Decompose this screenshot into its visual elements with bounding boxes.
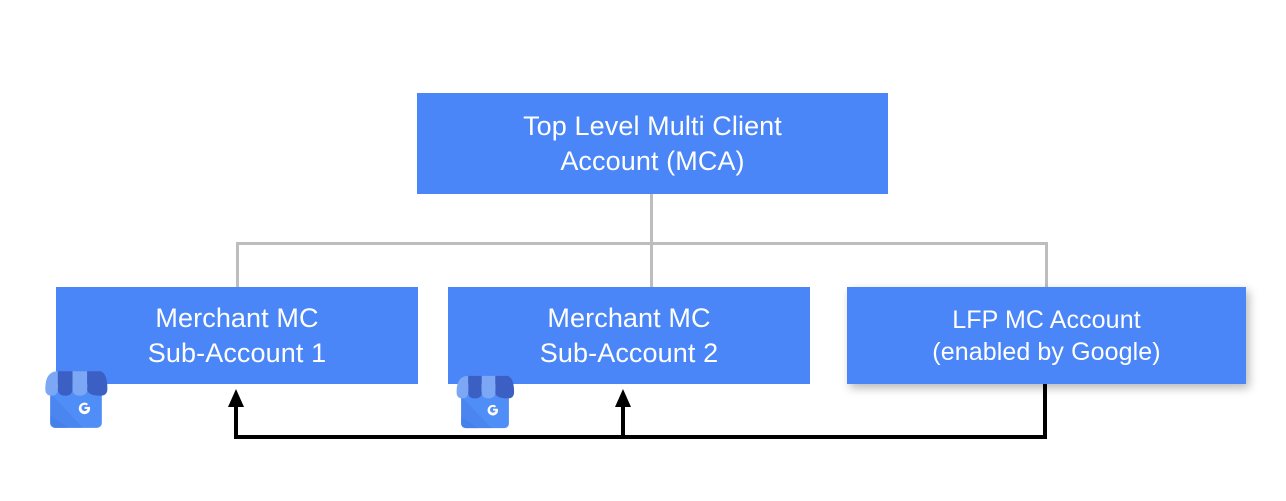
feedback-arrowhead-sub1 (228, 389, 244, 407)
node-lfp-mc-account[interactable]: LFP MC Account (enabled by Google) (847, 287, 1246, 384)
node-merchant-sub-account-1[interactable]: Merchant MC Sub-Account 1 (56, 287, 418, 384)
connector-horizontal-bar (236, 242, 1048, 245)
node-merchant-sub-account-2-label: Merchant MC Sub-Account 2 (539, 302, 719, 368)
node-lfp-mc-account-label: LFP MC Account (enabled by Google) (932, 305, 1161, 366)
connector-drop-lfp (1045, 242, 1048, 289)
connector-top-stub (650, 194, 653, 244)
feedback-wire-horizontal (234, 435, 1047, 439)
connector-drop-sub1 (236, 242, 239, 289)
node-top-level-mca-label: Top Level Multi Client Account (MCA) (523, 110, 782, 176)
feedback-wire-up-sub1 (234, 404, 238, 439)
feedback-wire-up-sub2 (621, 404, 625, 439)
google-my-business-icon (450, 370, 520, 432)
node-merchant-sub-account-1-label: Merchant MC Sub-Account 1 (147, 302, 327, 368)
node-top-level-mca[interactable]: Top Level Multi Client Account (MCA) (417, 93, 888, 194)
node-merchant-sub-account-2[interactable]: Merchant MC Sub-Account 2 (448, 287, 810, 384)
google-my-business-icon (41, 365, 111, 432)
feedback-arrowhead-sub2 (615, 389, 631, 407)
feedback-wire-lfp-down (1043, 384, 1047, 439)
connector-drop-sub2 (650, 242, 653, 289)
